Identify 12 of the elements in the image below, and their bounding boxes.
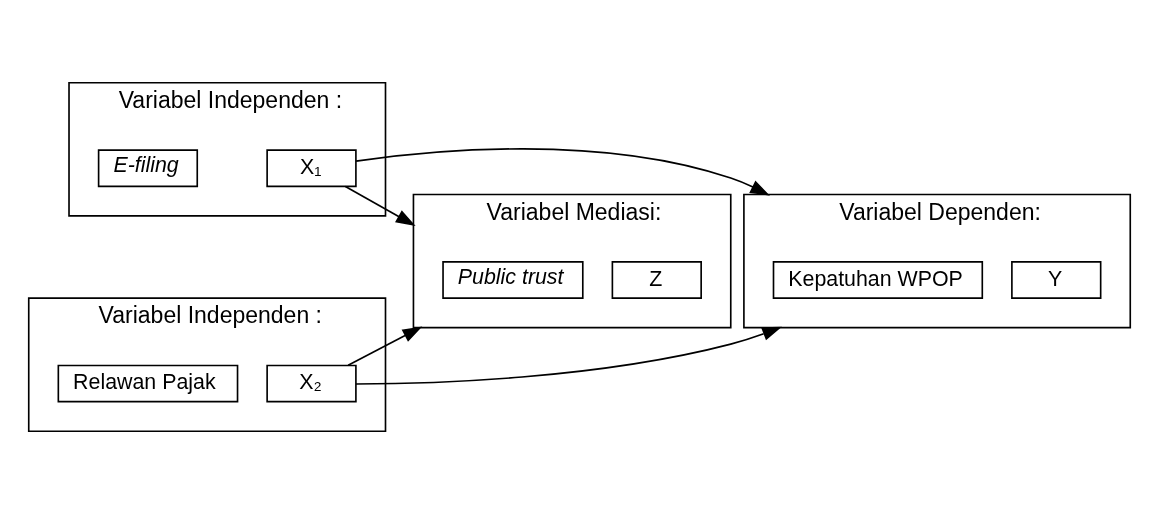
arrow xyxy=(344,185,416,226)
node-box: Z xyxy=(611,260,702,299)
node-box: Y xyxy=(1011,260,1102,299)
node-box: X₁ xyxy=(266,148,357,187)
arrow xyxy=(347,326,423,366)
node-box: Relawan Pajak xyxy=(57,364,239,402)
node-box: Kepatuhan WPOP xyxy=(772,260,984,299)
arrow xyxy=(355,326,782,385)
node-box: E-filing xyxy=(97,148,199,187)
arrow xyxy=(355,147,770,196)
node-box: X₂ xyxy=(266,364,357,402)
node-box: Public trust xyxy=(442,260,584,299)
